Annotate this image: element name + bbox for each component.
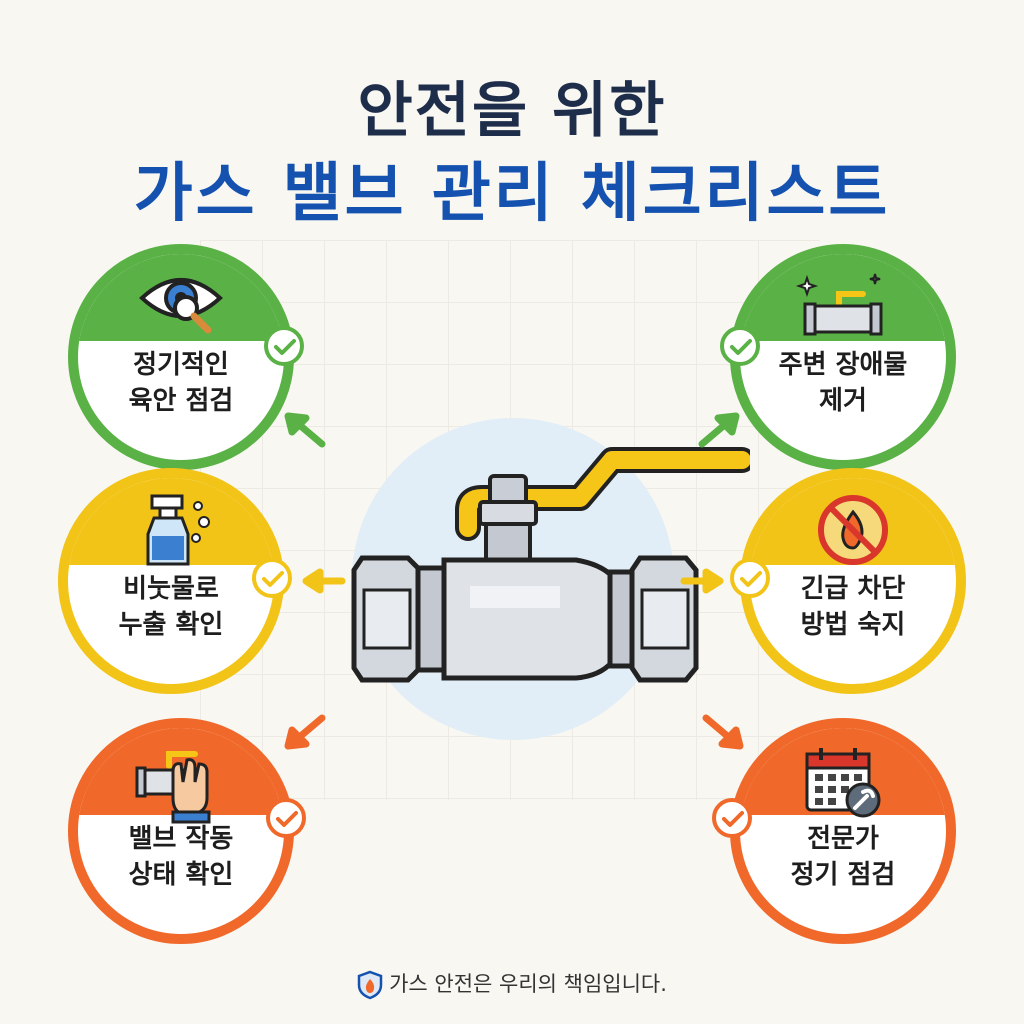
arrow-up-left-icon xyxy=(284,412,326,448)
checklist-item-visual-inspection: 정기적인 육안 점검 xyxy=(68,244,294,470)
hand-valve-icon xyxy=(135,751,211,824)
arrow-left-icon xyxy=(302,568,346,594)
eye-magnifier-icon xyxy=(139,278,223,334)
check-icon xyxy=(252,558,292,598)
footer: 가스 안전은 우리의 책임입니다. xyxy=(0,968,1024,1000)
checklist-item-professional-inspection: 전문가 정기 점검 xyxy=(730,718,956,944)
footer-text: 가스 안전은 우리의 책임입니다. xyxy=(389,972,667,996)
valve-sparkle-icon xyxy=(795,273,883,336)
item-label-line2: 상태 확인 xyxy=(128,859,234,890)
check-icon xyxy=(264,326,304,366)
checklist-item-clear-obstacles: 주변 장애물 제거 xyxy=(730,244,956,470)
calendar-wrench-icon xyxy=(805,748,881,818)
check-icon xyxy=(712,798,752,838)
item-label-line1: 전문가 xyxy=(807,823,879,854)
item-label-line2: 방법 숙지 xyxy=(800,609,906,640)
arrow-down-right-icon xyxy=(702,714,744,750)
check-icon xyxy=(720,326,760,366)
arrow-right-icon xyxy=(680,568,724,594)
item-label-line1: 긴급 차단 xyxy=(800,573,906,604)
check-icon xyxy=(266,798,306,838)
checklist-item-valve-operation: 밸브 작동 상태 확인 xyxy=(68,718,294,944)
item-label-line1: 주변 장애물 xyxy=(778,349,908,380)
item-label-line2: 제거 xyxy=(819,385,867,416)
check-icon xyxy=(730,558,770,598)
title-line-1: 안전을 위한 xyxy=(357,76,667,146)
arrow-down-left-icon xyxy=(284,714,326,750)
no-fire-icon xyxy=(818,495,888,565)
arrow-up-right-icon xyxy=(698,412,740,448)
item-label-line2: 누출 확인 xyxy=(118,609,224,640)
spray-bottle-icon xyxy=(146,494,210,566)
item-label-line2: 육안 점검 xyxy=(128,385,234,416)
item-label-line1: 비눗물로 xyxy=(123,573,219,604)
checklist-item-soap-leak-check: 비눗물로 누출 확인 xyxy=(58,468,284,694)
ball-valve-icon xyxy=(351,447,750,683)
item-label-line1: 정기적인 xyxy=(133,349,229,380)
title-line-2: 가스 밸브 관리 체크리스트 xyxy=(133,157,891,231)
shield-flame-icon xyxy=(357,970,383,1000)
item-label-line1: 밸브 작동 xyxy=(128,823,234,854)
checklist-item-emergency-shutoff: 긴급 차단 방법 숙지 xyxy=(740,468,966,694)
item-label-line2: 정기 점검 xyxy=(790,859,896,890)
